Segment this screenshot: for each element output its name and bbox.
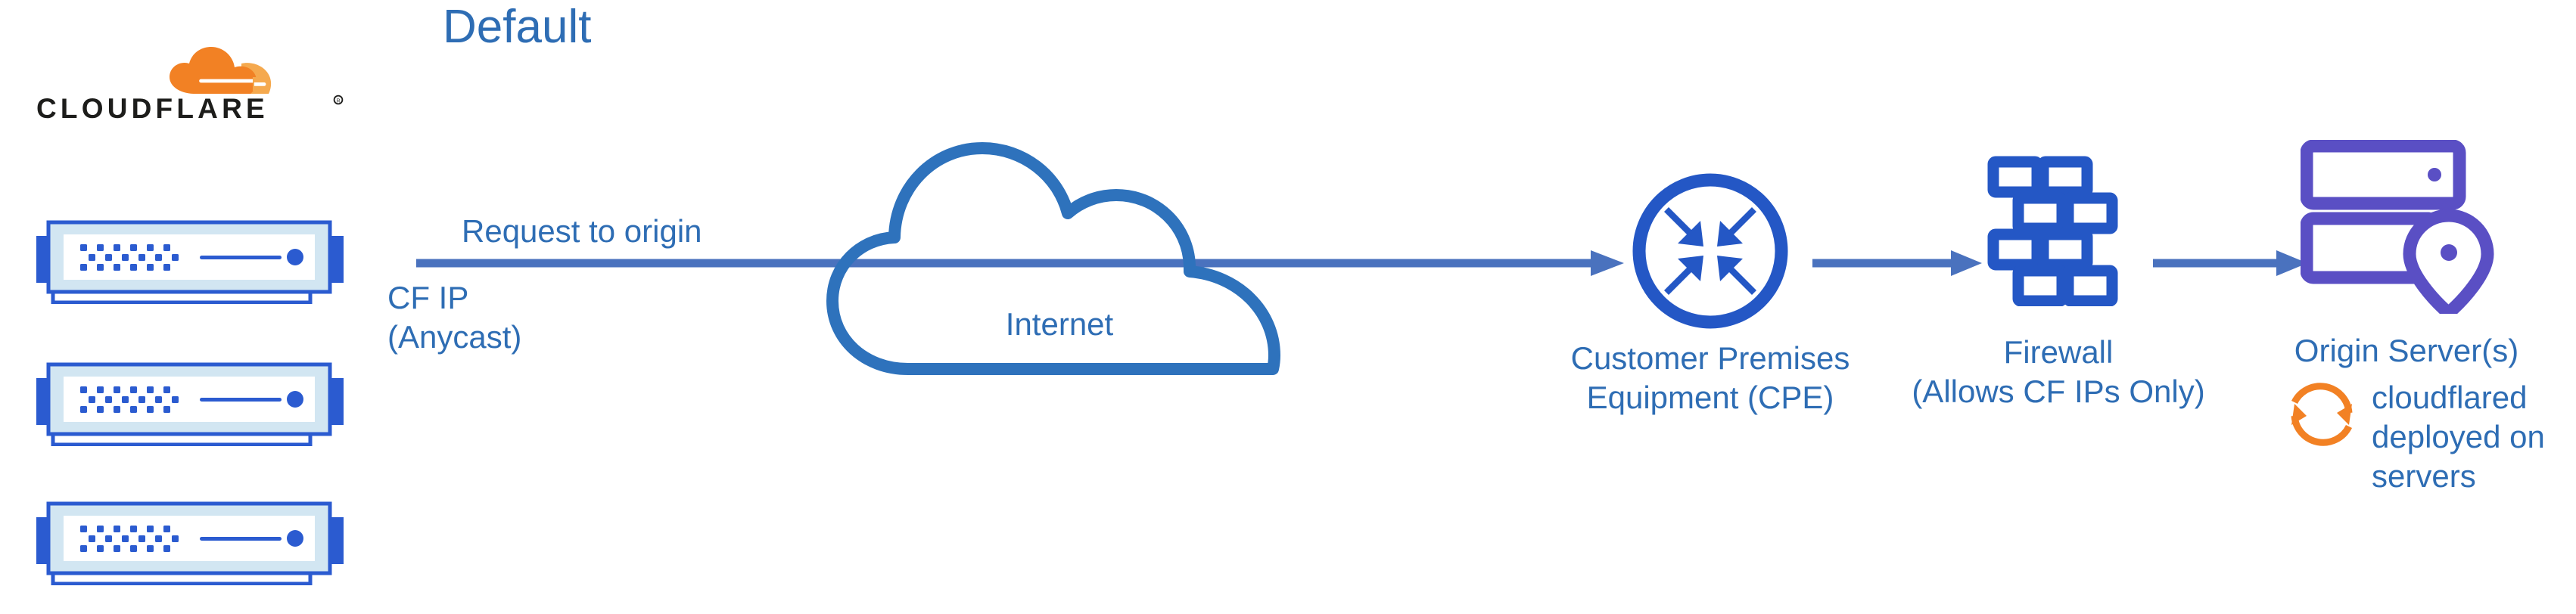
cloudflared-note-label: cloudflared deployed on servers xyxy=(2372,378,2545,496)
cloudflare-wordmark-text: CLOUDFLARE xyxy=(36,94,269,124)
cpe-label-line-1: Customer Premises xyxy=(1570,340,1850,376)
cloudflared-line-1: cloudflared xyxy=(2372,380,2528,415)
circular-arrows-refresh-icon xyxy=(2291,383,2353,446)
arrow-edge-to-cpe xyxy=(416,250,1624,276)
arrow-firewall-to-origin xyxy=(2153,250,2307,276)
arrowhead-icon xyxy=(2337,404,2352,425)
server-power-led-icon xyxy=(287,391,303,408)
origin-server-label: Origin Server(s) xyxy=(2294,333,2519,368)
server-power-led-icon xyxy=(287,249,303,265)
cloudflare-wordmark: CLOUDFLARE R xyxy=(36,94,344,124)
cloudflared-line-3: servers xyxy=(2372,458,2476,494)
rack-led-icon xyxy=(2428,168,2441,181)
server-led-matrix-icon xyxy=(80,526,179,552)
cloud-icon xyxy=(826,142,1280,375)
brick-wall-icon xyxy=(1987,156,2118,306)
server-status-bar-icon xyxy=(200,398,282,402)
firewall-label-line-1: Firewall xyxy=(2003,334,2114,370)
firewall-label-line-2: (Allows CF IPs Only) xyxy=(1912,374,2205,409)
page-title: Default xyxy=(443,1,592,53)
server-power-led-icon xyxy=(287,530,303,547)
server-led-matrix-icon xyxy=(80,244,179,271)
server-led-matrix-icon xyxy=(80,386,179,413)
cf-ip-line-2: (Anycast) xyxy=(387,319,522,355)
server-status-bar-icon xyxy=(200,256,282,259)
cf-ip-anycast-label: CF IP (Anycast) xyxy=(387,278,521,357)
cloudflare-edge-server-1 xyxy=(36,220,344,304)
cloudflared-line-2: deployed on xyxy=(2372,419,2545,454)
cpe-label: Customer Premises Equipment (CPE) xyxy=(1536,339,1884,417)
pin-center-dot-icon xyxy=(2441,244,2457,261)
firewall-label: Firewall (Allows CF IPs Only) xyxy=(1881,333,2236,411)
cf-ip-line-1: CF IP xyxy=(387,280,469,315)
server-status-bar-icon xyxy=(200,537,282,541)
cloudflare-cloud-mark-icon xyxy=(170,47,272,94)
request-to-origin-label: Request to origin xyxy=(462,213,702,249)
cloudflare-logo: CLOUDFLARE R xyxy=(36,47,347,138)
arrow-cpe-to-firewall xyxy=(1812,250,1982,276)
registered-trademark-icon xyxy=(333,95,344,105)
arrowhead-icon xyxy=(2276,250,2307,276)
svg-text:R: R xyxy=(336,99,340,104)
arrowhead-icon xyxy=(1951,250,1982,276)
arrowhead-icon xyxy=(1591,250,1624,276)
cpe-label-line-2: Equipment (CPE) xyxy=(1586,380,1834,415)
cloudflare-edge-server-3 xyxy=(36,501,344,585)
internet-label: Internet xyxy=(1005,306,1114,342)
server-rack-location-pin-icon xyxy=(2301,140,2494,314)
cloudflare-edge-server-2 xyxy=(36,362,344,446)
arrowhead-icon xyxy=(2291,404,2307,425)
router-four-arrows-icon xyxy=(1632,173,1788,329)
